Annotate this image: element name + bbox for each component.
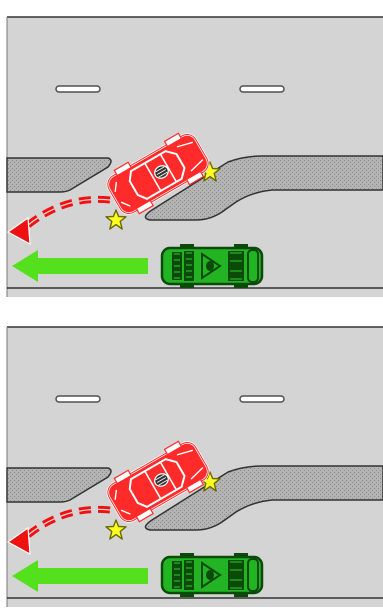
scenario-panel-bottom [0,310,383,610]
collision-diagram-top [0,0,383,300]
scenario-panel-top [0,0,383,300]
green-car-icon [162,244,262,288]
green-car-icon [162,553,262,597]
collision-diagram-bottom [0,310,383,610]
